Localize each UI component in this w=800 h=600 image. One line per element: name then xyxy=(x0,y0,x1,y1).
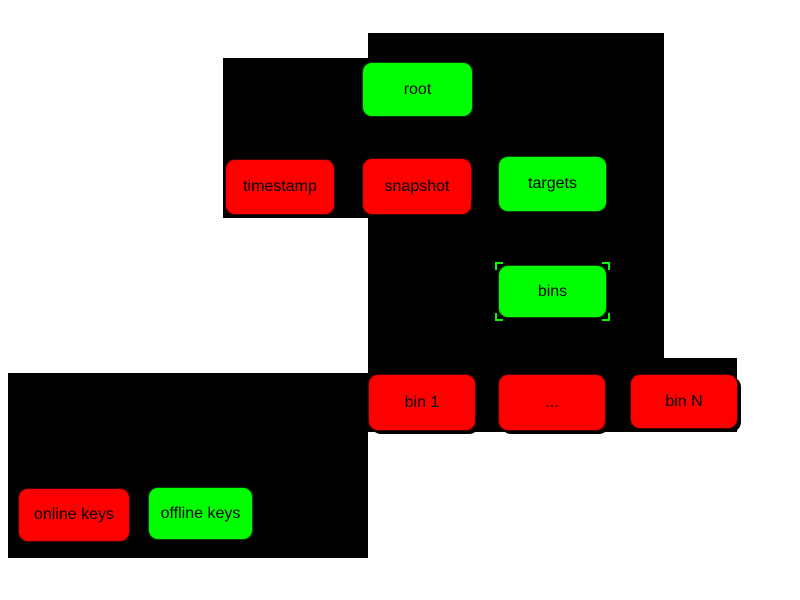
bins-corner-mark-icon xyxy=(495,313,503,321)
node-bin-n-label: bin N xyxy=(665,392,703,410)
node-bins-label: bins xyxy=(537,282,568,300)
legend-online-keys-label: online keys xyxy=(33,506,115,523)
node-root: root xyxy=(362,62,473,117)
node-root-label: root xyxy=(403,80,432,98)
node-bins: bins xyxy=(495,262,610,321)
legend-offline-keys-label: offline keys xyxy=(160,504,241,522)
node-timestamp: timestamp xyxy=(225,159,335,215)
node-bin-ellipsis-label: ... xyxy=(545,393,559,411)
node-targets-label: targets xyxy=(528,175,577,192)
node-bin-1: bin 1 xyxy=(368,374,476,431)
node-timestamp-label: timestamp xyxy=(243,178,317,195)
node-bin-n: bin N xyxy=(630,374,738,429)
bins-corner-mark-icon xyxy=(602,262,610,270)
node-targets: targets xyxy=(498,156,607,212)
node-bin-1-label: bin 1 xyxy=(404,393,440,411)
node-snapshot-label: snapshot xyxy=(384,177,450,195)
legend-online-keys: online keys xyxy=(18,488,130,542)
bins-corner-mark-icon xyxy=(602,313,610,321)
legend-offline-keys: offline keys xyxy=(148,487,253,540)
node-snapshot: snapshot xyxy=(362,158,472,215)
bins-corner-mark-icon xyxy=(495,262,503,270)
node-bin-ellipsis: ... xyxy=(498,374,606,431)
